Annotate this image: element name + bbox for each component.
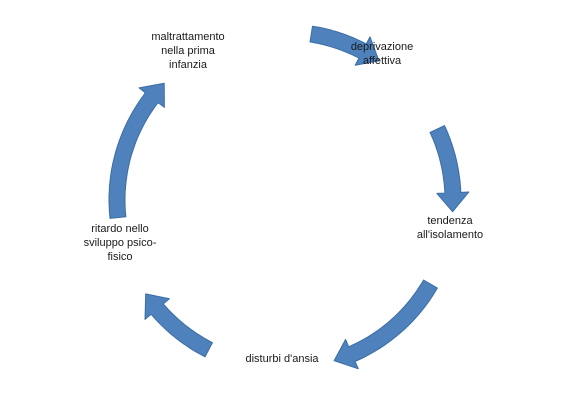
node-label-isolamento: tendenza all'isolamento bbox=[416, 215, 484, 241]
arrow-left bbox=[108, 82, 165, 219]
node-label-ansia: disturbi d'ansia bbox=[245, 353, 319, 365]
node-label-maltrattamento: maltrattamento nella prima infanzia bbox=[151, 31, 225, 71]
node-label-ritardo: ritardo nello sviluppo psico- fisico bbox=[83, 223, 157, 263]
arrow-top bbox=[309, 25, 380, 66]
arrow-bottom-right bbox=[333, 279, 438, 370]
arrow-bottom-left bbox=[144, 293, 213, 358]
arrow-right bbox=[429, 125, 470, 213]
node-label-deprivazione: deprivazione affettiva bbox=[350, 41, 414, 67]
